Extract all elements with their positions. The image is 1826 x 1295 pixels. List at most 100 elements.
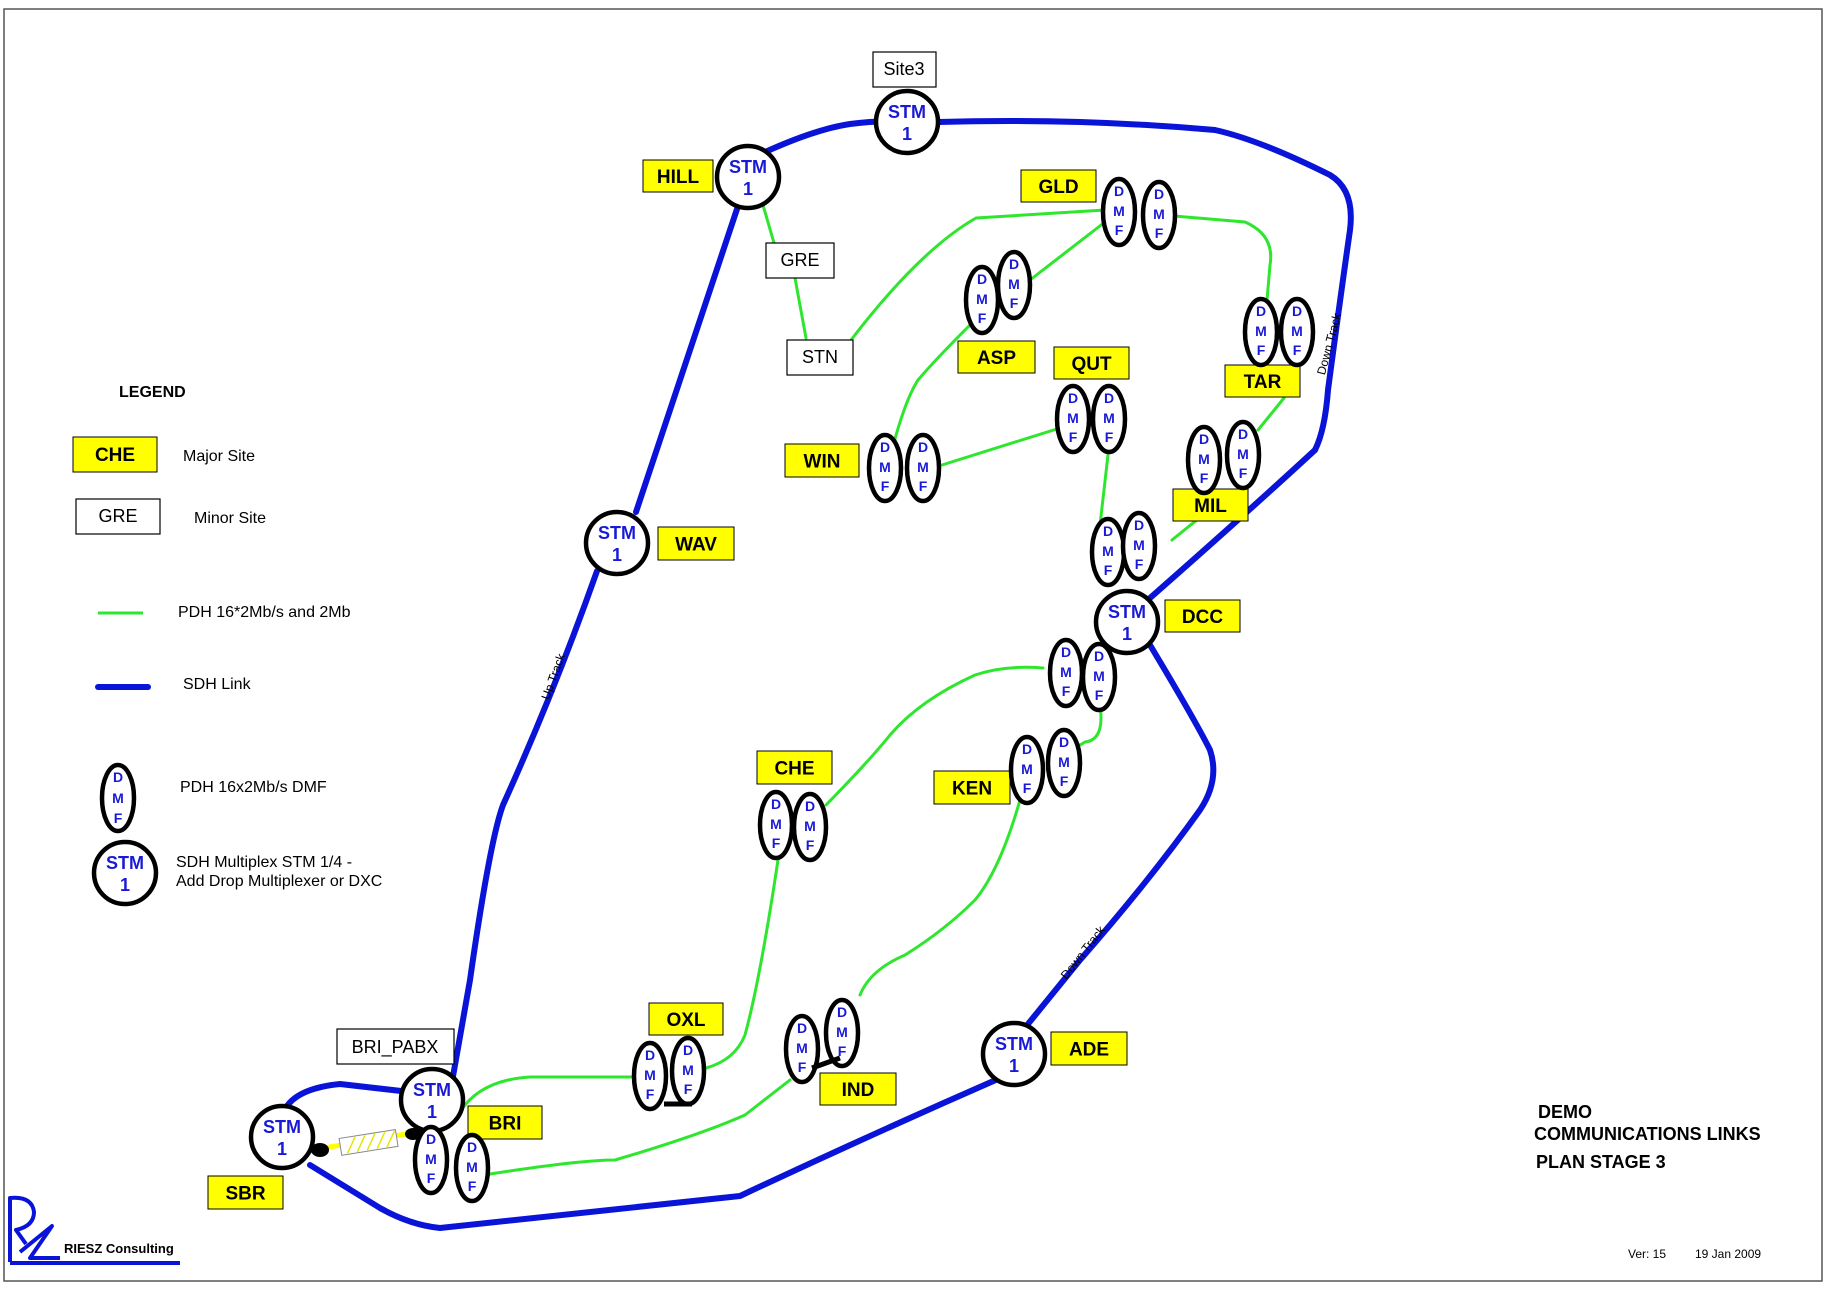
dmf-node-mil-1: DMF	[1185, 424, 1223, 496]
dmf-node-ken-1: DMF	[1008, 734, 1046, 806]
pdh-link-tar-mil	[1256, 396, 1286, 432]
dmf-node-tar-1-d: D	[1256, 303, 1266, 319]
dmf-node-dcc-up-2-m: M	[1133, 537, 1145, 553]
dmf-node-gld-1: DMF	[1100, 176, 1138, 248]
major-site-ind: IND	[819, 1072, 897, 1106]
dmf-node-qut-1-m: M	[1067, 410, 1079, 426]
dmf-node-dcc-low-1-d: D	[1061, 644, 1071, 660]
major-site-dcc-label: DCC	[1182, 607, 1223, 628]
pdh-link-hill-gre	[761, 203, 776, 245]
dmf-node-ken-2: DMF	[1045, 727, 1083, 799]
major-site-wav-label: WAV	[675, 535, 717, 556]
dmf-node-bri-1-f: F	[427, 1170, 436, 1186]
dmf-node-win-2: DMF	[904, 432, 942, 504]
down-track-lower-label: Down Track	[1058, 922, 1109, 981]
dmf-node-qut-1: DMF	[1054, 383, 1092, 455]
legend-dmf-m: M	[112, 790, 124, 806]
dmf-node-gld-2-d: D	[1154, 186, 1164, 202]
dmf-node-ken-1-f: F	[1023, 780, 1032, 796]
dmf-node-ken-2-f: F	[1060, 773, 1069, 789]
dmf-node-bri-1: DMF	[412, 1124, 450, 1196]
dmf-node-mil-1-f: F	[1200, 470, 1209, 486]
major-site-ade: ADE	[1050, 1031, 1128, 1066]
major-site-sbr-label: SBR	[225, 1184, 265, 1205]
legend-stm-line1: STM	[106, 853, 144, 873]
dmf-node-dcc-low-1-m: M	[1060, 664, 1072, 680]
logo-mark	[8, 1195, 60, 1262]
dmf-node-ind-1: DMF	[783, 1013, 821, 1085]
pdh-link-qut-dcc	[1098, 453, 1110, 527]
down-track-upper-label: Down Track	[1314, 311, 1344, 377]
stm-node-wav-line1: STM	[598, 523, 636, 543]
dmf-node-mil-2-d: D	[1238, 426, 1248, 442]
title-line-1: DEMO	[1538, 1102, 1592, 1122]
major-site-hill: HILL	[642, 159, 714, 193]
legend-dmf-d: D	[113, 769, 123, 785]
major-site-asp: ASP	[957, 340, 1036, 374]
dmf-node-oxl-2-f: F	[684, 1081, 693, 1097]
minor-site-gre: GRE	[765, 242, 835, 279]
major-site-asp-label: ASP	[977, 348, 1016, 369]
major-site-gld: GLD	[1020, 169, 1097, 203]
legend-title: LEGEND	[119, 384, 186, 401]
dmf-node-che-1: DMF	[757, 789, 795, 861]
dmf-node-asp-2-d: D	[1009, 256, 1019, 272]
pdh-link-bri-ind	[488, 1078, 792, 1176]
dmf-node-oxl-2: DMF	[669, 1035, 707, 1107]
dmf-node-bri-2-f: F	[468, 1178, 477, 1194]
dmf-node-bri-1-m: M	[425, 1151, 437, 1167]
dmf-node-oxl-2-m: M	[682, 1062, 694, 1078]
major-site-tar-label: TAR	[1244, 372, 1282, 393]
legend-minor-site-sample	[75, 498, 161, 535]
dmf-node-qut-2-m: M	[1103, 410, 1115, 426]
dmf-node-che-1-m: M	[770, 816, 782, 832]
dmf-node-tar-1-f: F	[1257, 342, 1266, 358]
dmf-node-gld-1-m: M	[1113, 203, 1125, 219]
minor-site-bri-pabx-label: BRI_PABX	[352, 1037, 439, 1058]
dmf-node-ken-1-m: M	[1021, 761, 1033, 777]
dmf-node-ken-1-d: D	[1022, 741, 1032, 757]
page-border	[3, 8, 1823, 1282]
dmf-node-asp-1-d: D	[977, 271, 987, 287]
dmf-node-tar-2: DMF	[1278, 296, 1316, 368]
legend-major-site-text: Major Site	[183, 448, 255, 465]
ind-dmf-link-bar	[811, 1055, 841, 1071]
legend-stm-text-1: SDH Multiplex STM 1/4 -	[176, 854, 352, 871]
title-line-2: COMMUNICATIONS LINKS	[1534, 1124, 1761, 1144]
dmf-node-gld-2-f: F	[1155, 225, 1164, 241]
sdh-link-dcc-ade	[1025, 642, 1217, 1027]
major-site-ken: KEN	[933, 770, 1011, 805]
stm-node-sbr-line2: 1	[277, 1139, 287, 1159]
dmf-node-ken-2-d: D	[1059, 734, 1069, 750]
dmf-node-win-2-d: D	[918, 439, 928, 455]
pdh-links	[458, 203, 1286, 1176]
dmf-node-gld-1-d: D	[1114, 183, 1124, 199]
dmf-node-gld-2: DMF	[1140, 179, 1178, 251]
stm-node-bri-line2: 1	[427, 1102, 437, 1122]
minor-site-bri-pabx: BRI_PABX	[336, 1028, 455, 1065]
dmf-node-asp-2-m: M	[1008, 276, 1020, 292]
dmf-node-dcc-low-2-d: D	[1094, 648, 1104, 664]
legend-sdh-text: SDH Link	[183, 676, 252, 693]
dmf-node-tar-1: DMF	[1242, 296, 1280, 368]
dmf-node-che-2-f: F	[806, 837, 815, 853]
major-site-tar: TAR	[1224, 364, 1301, 398]
dmf-node-mil-2-m: M	[1237, 446, 1249, 462]
dmf-node-dcc-low-1-f: F	[1062, 683, 1071, 699]
stm-node-site3-line2: 1	[902, 124, 912, 144]
major-site-mil: MIL	[1172, 488, 1249, 522]
major-site-bri: BRI	[467, 1105, 543, 1140]
major-site-wav: WAV	[657, 526, 735, 561]
dmf-node-bri-2-m: M	[466, 1159, 478, 1175]
sdh-link-wav-bri	[449, 568, 600, 1085]
dmf-node-dcc-up-1-f: F	[1104, 562, 1113, 578]
legend-minor-site-sample-label: GRE	[98, 506, 137, 526]
minor-site-stn-label: STN	[802, 347, 838, 367]
dmf-node-che-1-d: D	[771, 796, 781, 812]
